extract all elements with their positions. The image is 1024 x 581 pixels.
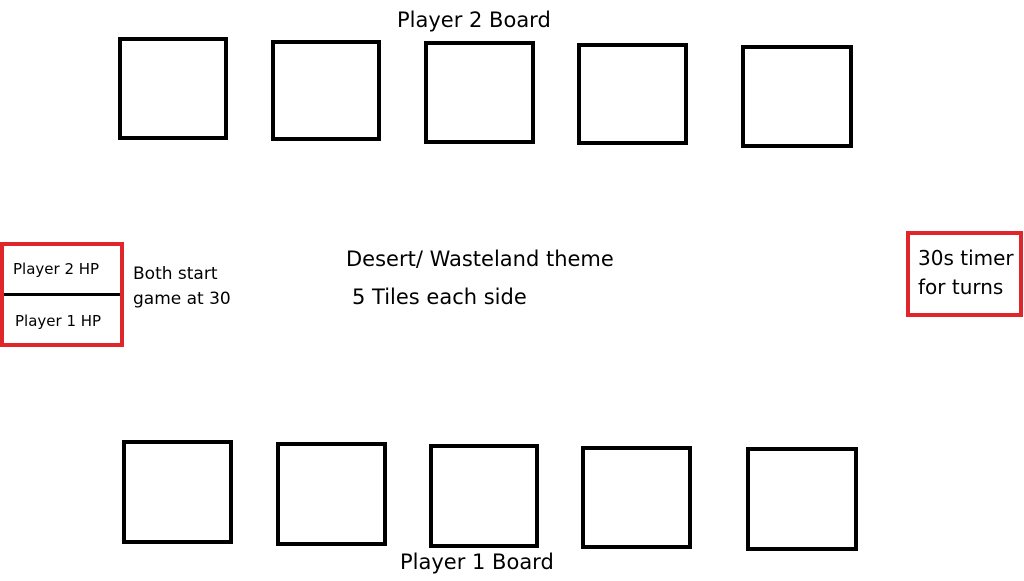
tiles-note: 5 Tiles each side: [352, 285, 527, 309]
player2-tile-5[interactable]: [741, 45, 853, 148]
hp-panel: Player 2 HP Player 1 HP: [0, 242, 124, 347]
player2-tile-2[interactable]: [271, 40, 381, 141]
player2-tile-4[interactable]: [577, 43, 688, 145]
player1-tile-4[interactable]: [581, 446, 692, 549]
turn-timer: 30s timer for turns: [906, 231, 1023, 317]
player1-tile-3[interactable]: [429, 444, 539, 548]
player2-board-title: Player 2 Board: [397, 8, 551, 32]
player1-tile-5[interactable]: [746, 447, 858, 551]
start-hp-note: Both start game at 30: [133, 264, 231, 309]
player2-hp-label: Player 2 HP: [13, 260, 100, 278]
player1-tile-2[interactable]: [276, 442, 387, 546]
player1-hp-label: Player 1 HP: [15, 312, 102, 330]
player1-tile-1[interactable]: [122, 440, 233, 544]
turn-timer-label: 30s timer for turns: [918, 246, 1014, 299]
theme-note: Desert/ Wasteland theme: [346, 247, 614, 271]
hp-divider: [4, 293, 120, 296]
player2-tile-3[interactable]: [424, 41, 535, 144]
player1-board-title: Player 1 Board: [400, 550, 554, 574]
player2-tile-1[interactable]: [118, 37, 228, 140]
